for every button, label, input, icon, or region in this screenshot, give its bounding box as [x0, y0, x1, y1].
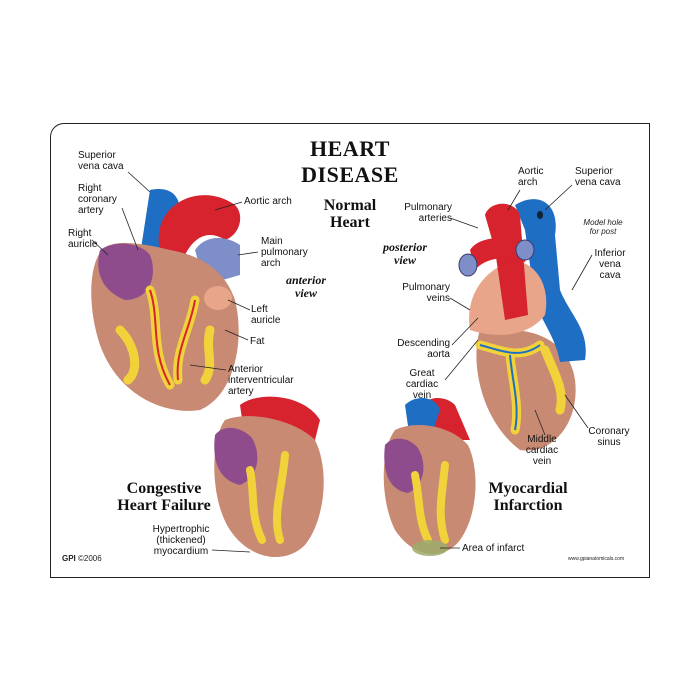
infarct-area	[412, 540, 448, 556]
pulmonary-vein-end	[458, 253, 478, 277]
left-auricle-shape	[204, 286, 232, 310]
mi-fat	[411, 461, 449, 544]
footer-brand: GPI	[62, 554, 76, 563]
label-area-of-infarct: Area of infarct	[462, 543, 525, 554]
footer-url: www.gpianatomicals.com	[568, 556, 625, 562]
model-hole	[537, 211, 543, 219]
coronary-arteries	[149, 289, 196, 386]
mi-heart	[383, 398, 476, 556]
chf-heart	[214, 396, 324, 557]
posterior-heart	[458, 199, 586, 451]
footer-year: ©2006	[78, 554, 102, 563]
pulmonary-artery-end	[515, 239, 535, 261]
label-fat: Fat	[250, 336, 265, 347]
descending-aorta-shape	[485, 203, 528, 320]
chf-fat	[246, 451, 289, 544]
label-hypertrophic-myocardium: Hypertrophic(thickened)myocardium	[152, 524, 210, 557]
label-aortic-arch-left: Aortic arch	[244, 196, 292, 207]
pulmonary-arteries-shape	[470, 238, 530, 270]
leader-lines	[91, 171, 593, 553]
right-auricle-shape	[98, 243, 153, 300]
vena-cava-shape	[515, 199, 586, 362]
aortic-arch-shape	[158, 195, 241, 255]
footer-copyright: GPI ©2006	[62, 554, 102, 563]
anterior-heart	[91, 189, 241, 411]
cardiac-veins	[479, 344, 541, 431]
page-title: HEART DISEASE	[301, 136, 399, 187]
